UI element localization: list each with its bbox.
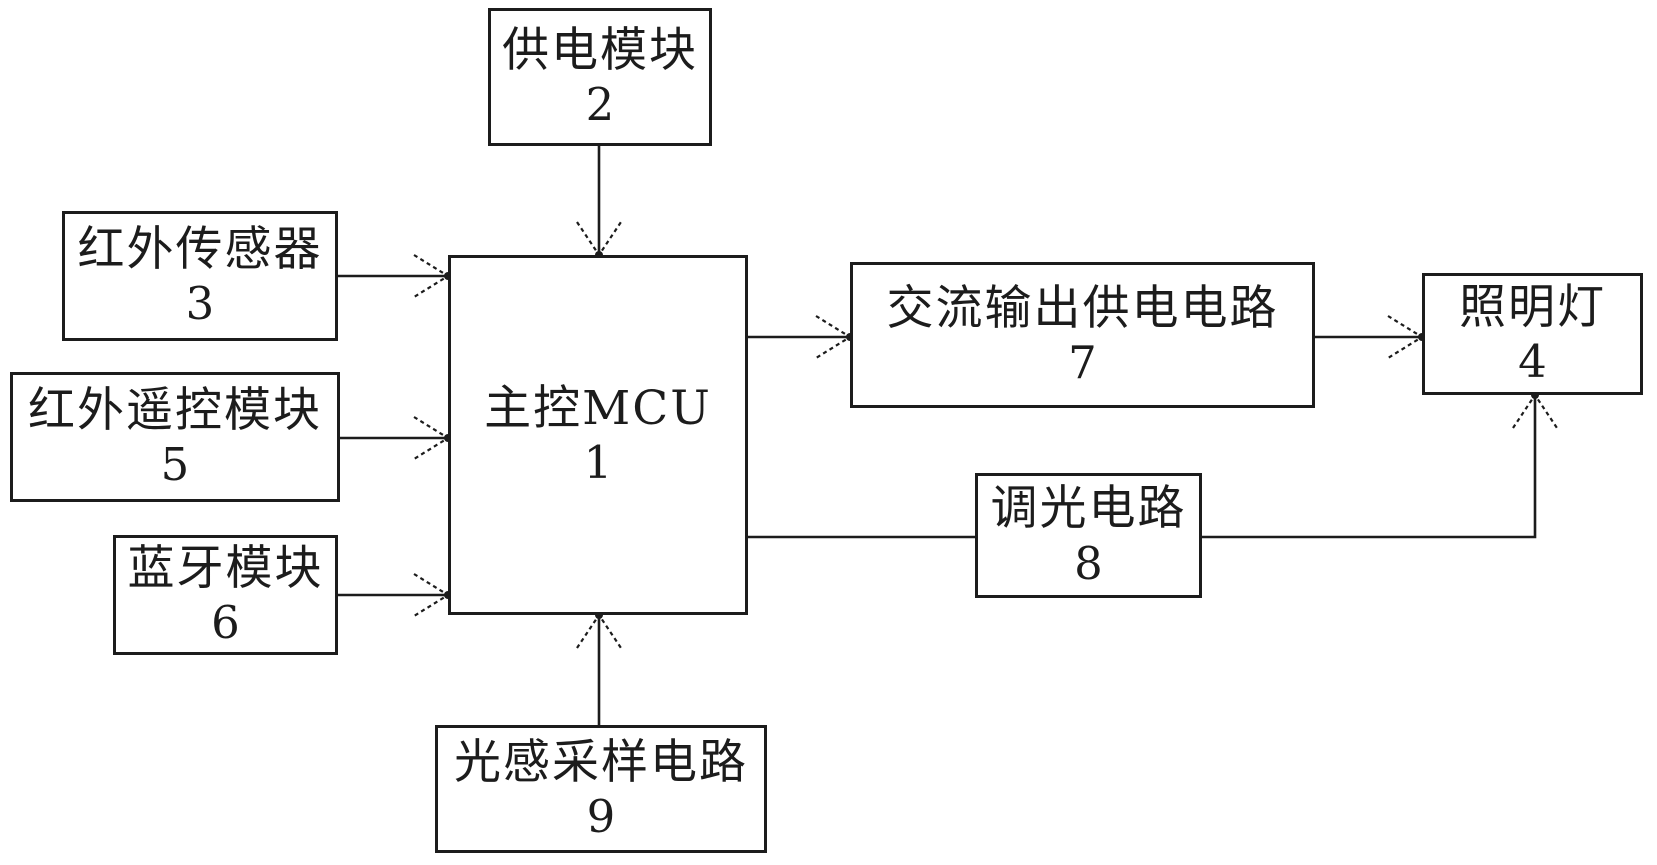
node-light-sampling: 光感采样电路 9 (435, 725, 767, 853)
node-label: 调光电路 (990, 481, 1187, 537)
node-number: 9 (586, 790, 616, 844)
node-number: 1 (583, 436, 613, 490)
node-label: 照明灯 (1459, 279, 1606, 335)
node-label: 红外传感器 (77, 221, 323, 277)
node-label: 红外遥控模块 (28, 382, 322, 438)
node-number: 5 (160, 438, 190, 492)
node-ir-sensor: 红外传感器 3 (62, 211, 338, 341)
node-power-module: 供电模块 2 (488, 8, 712, 146)
connector-dimming-to-lamp (1202, 395, 1537, 539)
node-label: 交流输出供电电路 (886, 280, 1279, 336)
node-ac-output-circuit: 交流输出供电电路 7 (850, 262, 1315, 408)
node-number: 2 (585, 78, 615, 132)
node-label: 光感采样电路 (454, 734, 748, 790)
node-number: 8 (1074, 536, 1103, 590)
node-ir-remote-module: 红外遥控模块 5 (10, 372, 340, 502)
node-dimming-circuit: 调光电路 8 (975, 473, 1202, 598)
node-label: 供电模块 (502, 22, 698, 78)
node-number: 4 (1518, 335, 1547, 389)
node-main-mcu: 主控MCU 1 (448, 255, 748, 615)
node-bluetooth-module: 蓝牙模块 6 (113, 535, 338, 655)
node-number: 6 (211, 596, 240, 650)
node-lighting-lamp: 照明灯 4 (1422, 273, 1643, 395)
node-number: 7 (1068, 336, 1097, 390)
node-label: 主控MCU (484, 380, 712, 436)
node-number: 3 (185, 277, 215, 331)
node-label: 蓝牙模块 (127, 540, 324, 596)
